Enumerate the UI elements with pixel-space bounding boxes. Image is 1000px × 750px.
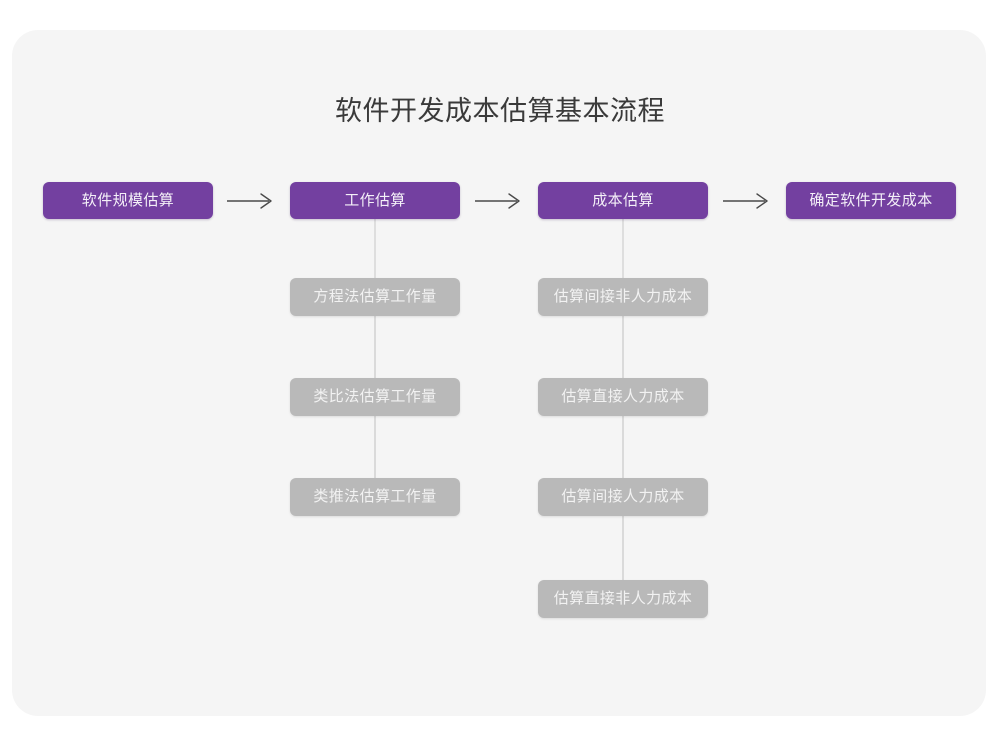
sub-step-label: 类比法估算工作量 [313, 388, 437, 405]
flow-arrow-2 [475, 190, 523, 212]
flow-node-label: 成本估算 [592, 191, 654, 209]
flow-node-step-3[interactable]: 成本估算 [538, 182, 708, 219]
sub-step-node-3-3[interactable]: 估算间接人力成本 [538, 478, 708, 516]
flow-node-step-1[interactable]: 软件规模估算 [43, 182, 213, 219]
page-title: 软件开发成本估算基本流程 [335, 96, 665, 126]
sub-step-node-3-2[interactable]: 估算直接人力成本 [538, 378, 708, 416]
flow-node-label: 确定软件开发成本 [809, 191, 933, 209]
sub-step-label: 估算间接人力成本 [561, 488, 685, 505]
flow-arrow-3 [723, 190, 771, 212]
flow-node-label: 软件规模估算 [81, 191, 175, 209]
sub-step-node-2-1[interactable]: 方程法估算工作量 [290, 278, 460, 316]
sub-step-label: 估算间接非人力成本 [553, 288, 693, 305]
sub-step-node-3-4[interactable]: 估算直接非人力成本 [538, 580, 708, 618]
content-card [12, 30, 986, 716]
flow-node-step-4[interactable]: 确定软件开发成本 [786, 182, 956, 219]
sub-step-label: 估算直接人力成本 [561, 388, 685, 405]
sub-step-label: 方程法估算工作量 [313, 288, 437, 305]
flow-arrow-1 [227, 190, 275, 212]
sub-step-node-2-2[interactable]: 类比法估算工作量 [290, 378, 460, 416]
sub-step-node-2-3[interactable]: 类推法估算工作量 [290, 478, 460, 516]
flow-node-label: 工作估算 [344, 191, 406, 209]
flow-node-step-2[interactable]: 工作估算 [290, 182, 460, 219]
sub-step-label: 类推法估算工作量 [313, 488, 437, 505]
sub-step-node-3-1[interactable]: 估算间接非人力成本 [538, 278, 708, 316]
sub-step-label: 估算直接非人力成本 [553, 590, 693, 607]
